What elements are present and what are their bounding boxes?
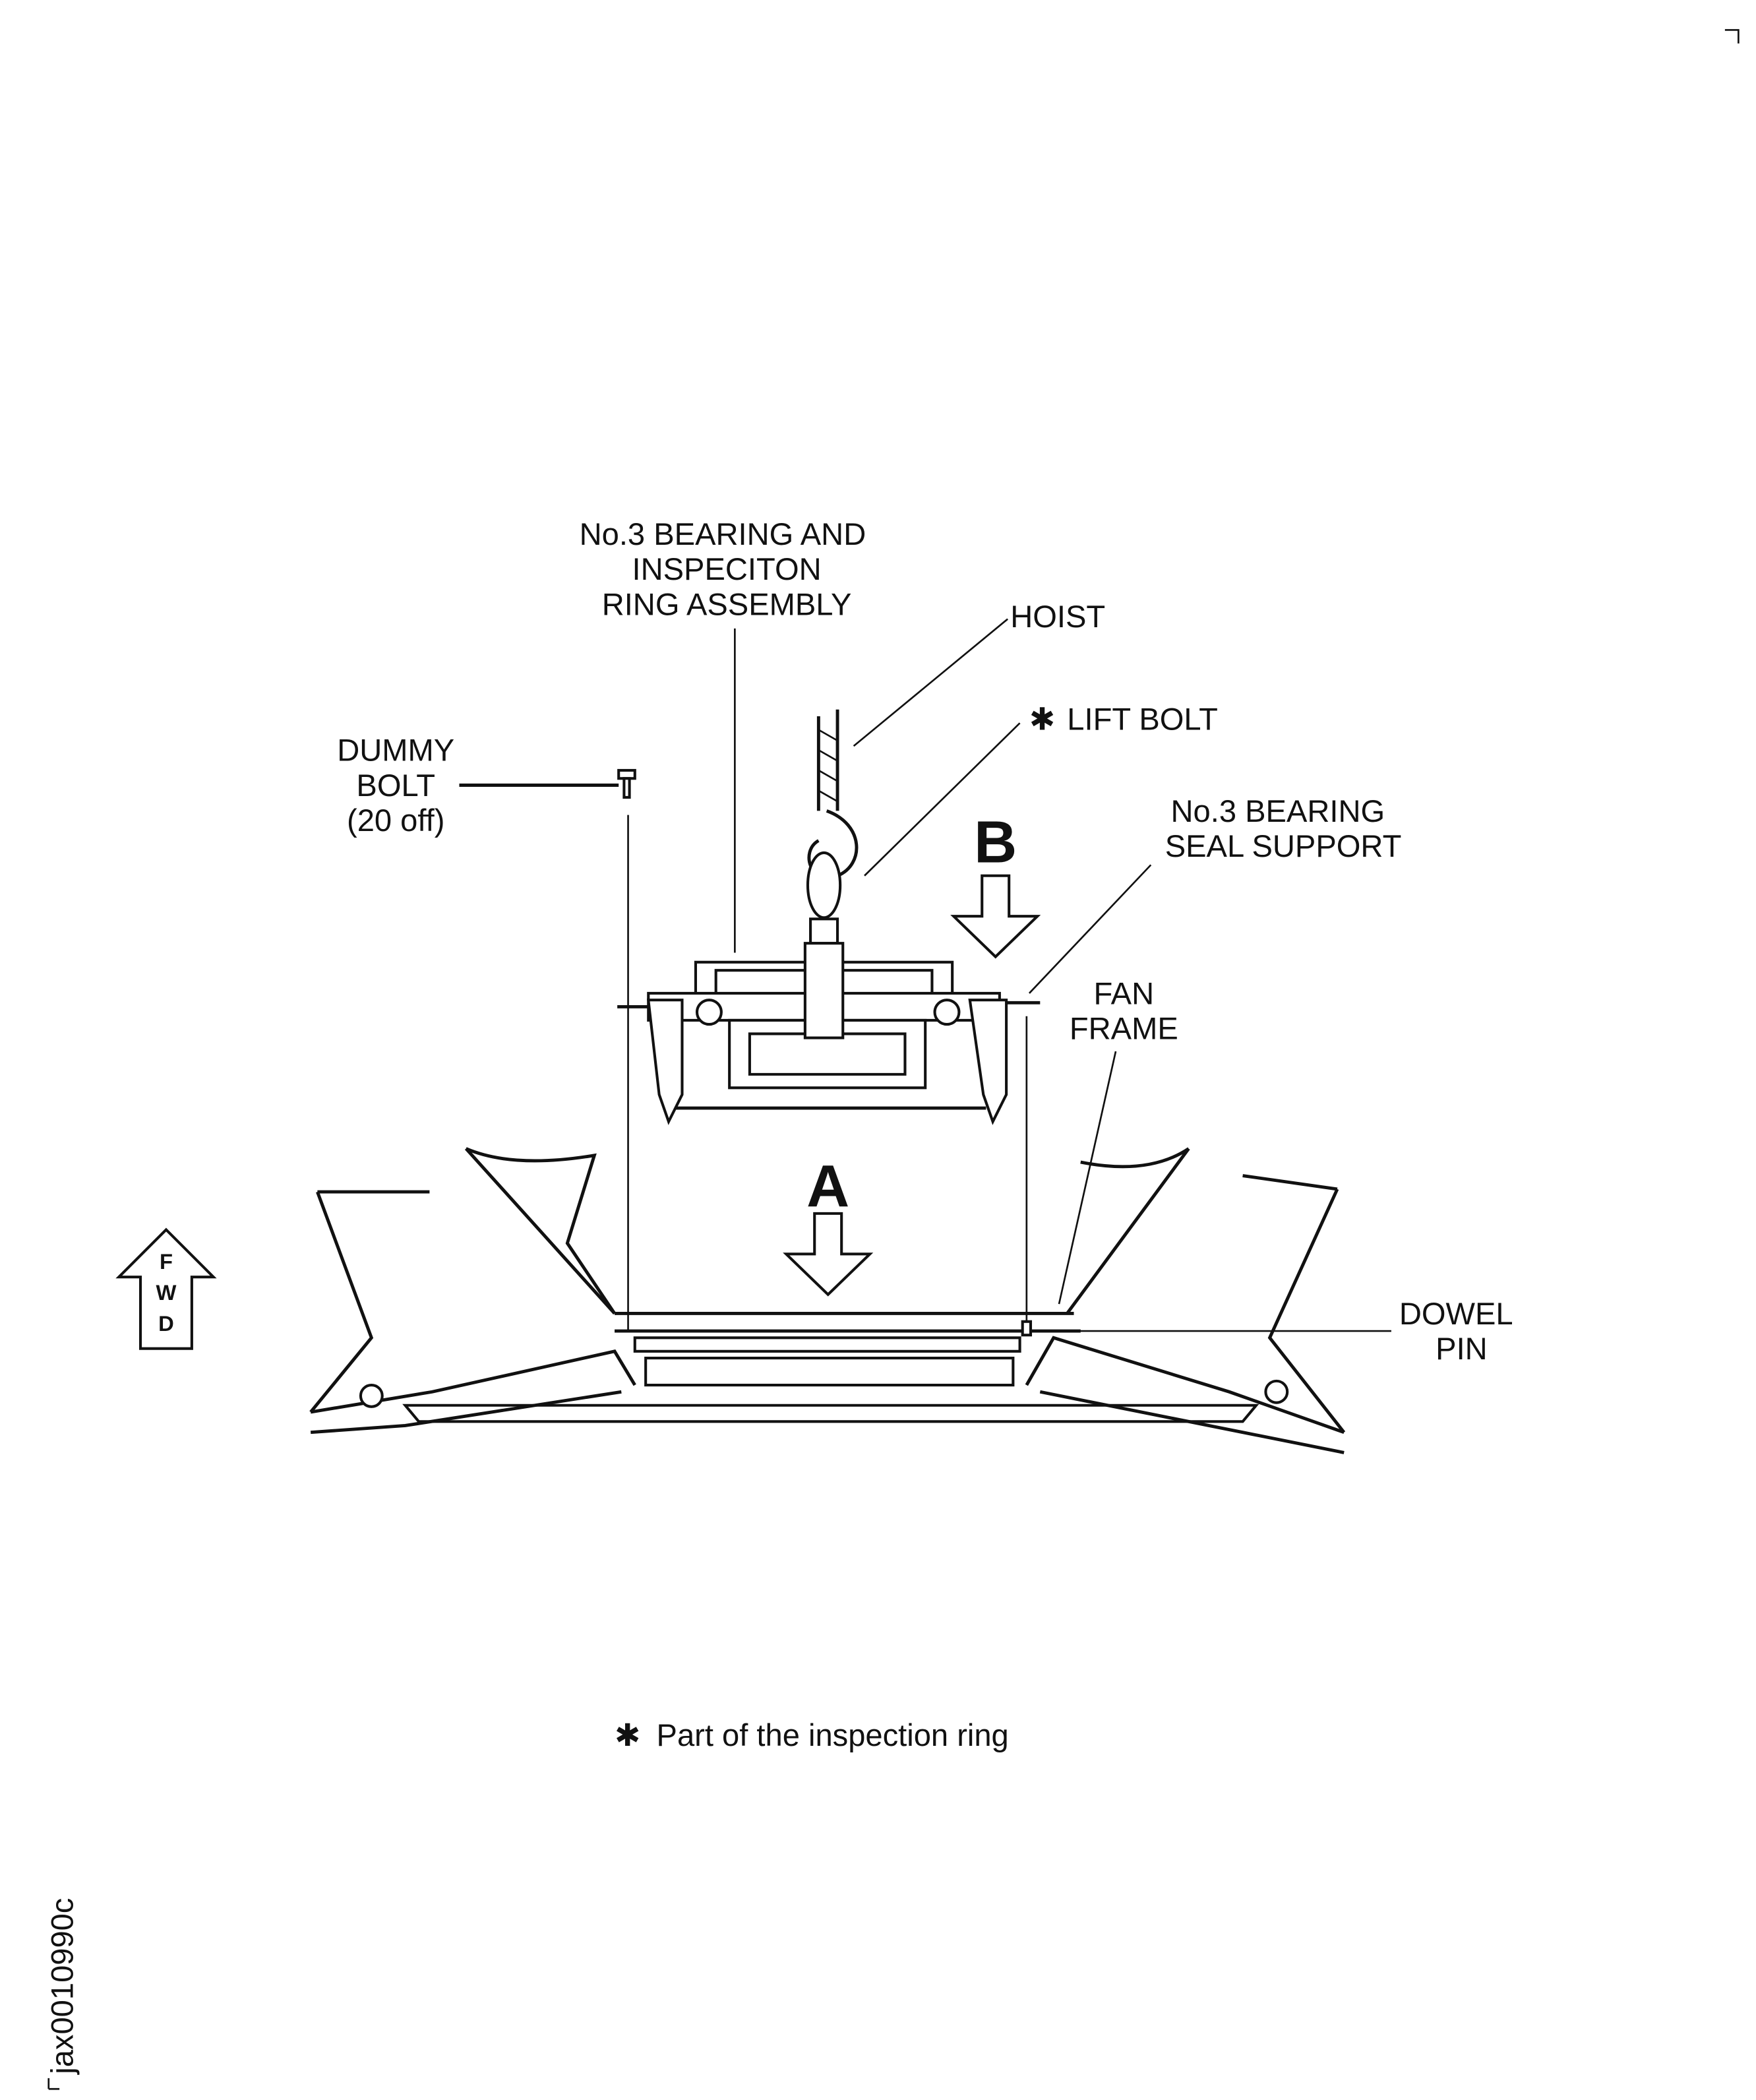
dummy-bolt-icon bbox=[617, 768, 636, 799]
corner-mark bbox=[1724, 29, 1740, 44]
corner-mark-bottom bbox=[47, 2078, 60, 2090]
svg-text:INSPECITON: INSPECITON bbox=[632, 551, 822, 586]
inspection-ring-assembly bbox=[617, 942, 1041, 1125]
seal-support-leader bbox=[1028, 864, 1152, 994]
svg-text:DUMMY: DUMMY bbox=[337, 733, 454, 768]
dowel-pin-label: DOWEL PIN bbox=[1399, 1296, 1513, 1366]
svg-text:DOWEL: DOWEL bbox=[1399, 1296, 1513, 1331]
lift-bolt-label: LIFT BOLT bbox=[1067, 702, 1218, 737]
view-b-label: B bbox=[974, 809, 1017, 875]
svg-text:FAN: FAN bbox=[1094, 975, 1155, 1010]
hoist-leader bbox=[853, 618, 1008, 747]
fan-frame bbox=[309, 1147, 1346, 1454]
svg-text:W: W bbox=[156, 1280, 176, 1305]
view-a-arrow-icon bbox=[783, 1212, 874, 1297]
view-b-arrow-icon bbox=[950, 874, 1041, 959]
assembly-label: No.3 BEARING AND INSPECITON RING ASSEMBL… bbox=[580, 516, 866, 622]
svg-text:SEAL SUPPORT: SEAL SUPPORT bbox=[1165, 828, 1402, 863]
footnote-asterisk: ✱ bbox=[615, 1717, 640, 1752]
svg-text:RING ASSEMBLY: RING ASSEMBLY bbox=[602, 586, 852, 621]
fwd-arrow-icon: F W D bbox=[115, 1227, 217, 1350]
lift-bolt-eye bbox=[806, 851, 842, 919]
fan-frame-leader bbox=[1058, 1051, 1117, 1305]
hoist-label: HOIST bbox=[1010, 599, 1105, 634]
lift-bolt-asterisk: ✱ bbox=[1029, 702, 1055, 737]
svg-text:D: D bbox=[158, 1311, 174, 1336]
seal-support-label: No.3 BEARING SEAL SUPPORT bbox=[1165, 793, 1402, 863]
view-a-label: A bbox=[806, 1154, 849, 1220]
svg-text:FRAME: FRAME bbox=[1070, 1011, 1178, 1046]
figure-id: jax0010990c bbox=[45, 1898, 80, 2076]
fan-frame-label: FAN FRAME bbox=[1070, 975, 1178, 1045]
svg-text:(20 off): (20 off) bbox=[347, 803, 444, 838]
svg-text:No.3 BEARING: No.3 BEARING bbox=[1171, 793, 1385, 828]
lift-bolt-nut bbox=[809, 917, 839, 945]
svg-text:PIN: PIN bbox=[1436, 1331, 1488, 1366]
svg-text:No.3 BEARING AND: No.3 BEARING AND bbox=[580, 516, 866, 551]
hoist-rope bbox=[816, 709, 839, 811]
lift-bolt-leader bbox=[864, 722, 1021, 877]
footnote: Part of the inspection ring bbox=[657, 1717, 1009, 1752]
svg-text:F: F bbox=[160, 1249, 173, 1274]
dummy-bolt-label: DUMMY BOLT (20 off) bbox=[337, 733, 454, 838]
svg-text:BOLT: BOLT bbox=[356, 768, 435, 803]
